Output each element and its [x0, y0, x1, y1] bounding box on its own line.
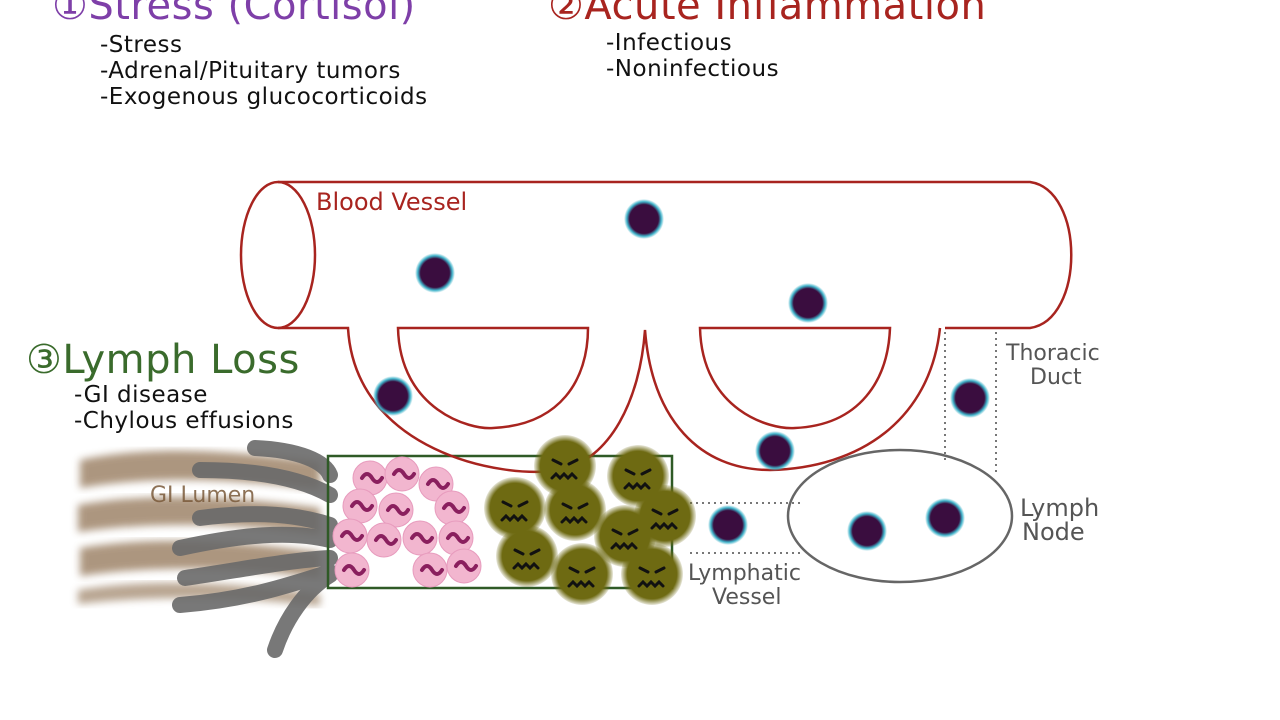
villus	[177, 550, 338, 586]
lymphocyte	[624, 199, 664, 239]
angry-face	[550, 458, 579, 481]
gi-lumen-label: GI Lumen	[150, 483, 255, 508]
villus	[172, 526, 338, 556]
lymphocyte	[415, 253, 455, 293]
vessel-lower-wall	[278, 326, 942, 474]
vessel-opening	[239, 180, 317, 330]
lymph-loss-heading: ③Lymph Loss	[26, 337, 300, 383]
lymphatic-vessel-label: Lymphatic	[688, 561, 801, 586]
vessel-outline	[278, 180, 1073, 330]
lymphocyte	[788, 283, 828, 323]
villus	[192, 462, 338, 503]
angry-face	[560, 502, 589, 525]
angry-cell	[544, 479, 606, 541]
pink-squiggle	[454, 560, 478, 572]
intestinal-villi	[172, 440, 338, 658]
list-item: -Infectious	[606, 30, 733, 56]
inflammation-causes-list: -Infectious -Noninfectious	[606, 30, 779, 82]
lymphocyte	[950, 378, 990, 418]
villus	[192, 506, 338, 533]
angry-cell	[551, 543, 613, 605]
lymph-node-label: Node	[1022, 518, 1085, 546]
stress-causes-list: -Stress -Adrenal/Pituitary tumors -Exoge…	[100, 32, 428, 110]
lymphatic-vessel	[690, 502, 800, 554]
list-item: -GI disease	[74, 382, 208, 408]
pink-squiggle	[342, 564, 366, 576]
angry-face	[500, 500, 529, 523]
lymphocytes	[373, 199, 990, 551]
vessel-loop-left	[396, 326, 590, 430]
angry-cell	[496, 525, 558, 587]
pink-squiggle	[446, 532, 470, 544]
pink-squiggle	[340, 530, 364, 542]
pink-squiggle	[442, 502, 466, 514]
thoracic-duct-label: Thoracic	[1005, 341, 1100, 366]
villus	[267, 567, 338, 658]
pink-squiggle	[392, 468, 416, 480]
blood-vessel	[239, 180, 1073, 474]
pink-squiggle	[350, 500, 374, 512]
pink-cell-cluster	[332, 456, 482, 588]
angry-face	[512, 548, 541, 571]
lymph-loss-causes-list: -GI disease -Chylous effusions	[74, 382, 294, 434]
pink-squiggle	[360, 472, 384, 484]
list-item: -Noninfectious	[606, 56, 780, 82]
lymphocyte	[755, 431, 795, 471]
angry-face	[650, 508, 679, 531]
lymphocyte	[708, 505, 748, 545]
angry-cell	[621, 543, 683, 605]
inflammation-heading: ②Acute Inflammation	[548, 0, 987, 29]
thoracic-duct-label: Duct	[1030, 365, 1082, 390]
lymphocyte	[925, 498, 965, 538]
lymphocyte	[847, 511, 887, 551]
list-item: -Stress	[100, 32, 183, 58]
angry-face	[637, 566, 666, 589]
lymph-node	[786, 448, 1014, 584]
blood-vessel-label: Blood Vessel	[316, 188, 467, 216]
angry-face	[610, 528, 639, 551]
lymphatic-vessel-label: Vessel	[712, 585, 781, 610]
lymph-node-label: Lymph	[1020, 494, 1099, 522]
pink-squiggle	[386, 504, 410, 516]
list-item: -Exogenous glucocorticoids	[100, 84, 428, 110]
angry-cell	[484, 477, 546, 539]
angry-cell-cluster	[484, 435, 696, 605]
pink-squiggle	[374, 534, 398, 546]
lymphocyte	[373, 376, 413, 416]
angry-face	[567, 566, 596, 589]
angry-face	[623, 468, 652, 491]
list-item: -Chylous effusions	[74, 408, 294, 434]
pink-squiggle	[426, 478, 450, 490]
pink-squiggle	[420, 564, 444, 576]
pink-squiggle	[410, 532, 434, 544]
list-item: -Adrenal/Pituitary tumors	[100, 58, 401, 84]
vessel-loop-right	[698, 326, 892, 430]
stress-heading: ①Stress (Cortisol)	[52, 0, 416, 29]
